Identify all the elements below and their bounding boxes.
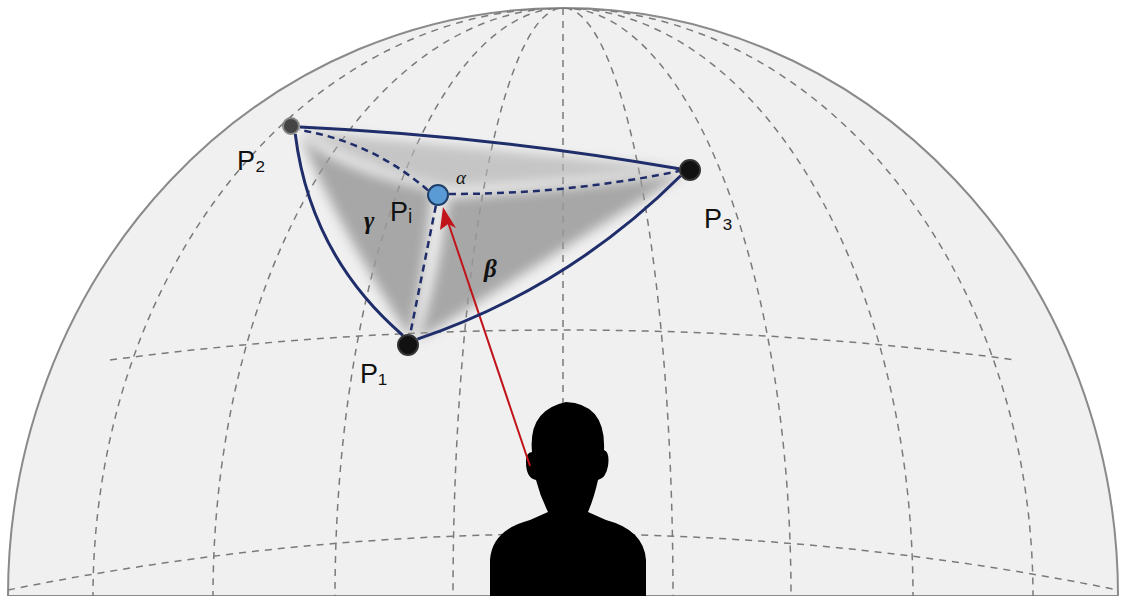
point-label: P₁ (360, 361, 387, 388)
dome-grid (8, 8, 1118, 596)
dome (8, 8, 1118, 596)
dashed-connector (299, 130, 428, 191)
area-label: β (484, 256, 497, 281)
angle-label: α (456, 168, 466, 187)
person-silhouette (490, 402, 646, 596)
gaze-arrow (440, 207, 530, 466)
dashed-connector (449, 171, 679, 194)
point-label: Pᵢ (390, 199, 412, 226)
vertex-point: P₁ (397, 334, 419, 356)
point-label: P₂ (237, 148, 266, 175)
triangle-side (417, 176, 680, 339)
dashed-connector (410, 206, 436, 334)
target-point: Pᵢ (427, 184, 449, 206)
triangle-side (295, 134, 403, 335)
vertex-point: P₂ (282, 117, 300, 135)
area-label: γ (364, 208, 374, 233)
point-label: P₃ (704, 206, 733, 233)
triangle-side (300, 127, 679, 169)
vertex-point: P₃ (679, 159, 701, 181)
